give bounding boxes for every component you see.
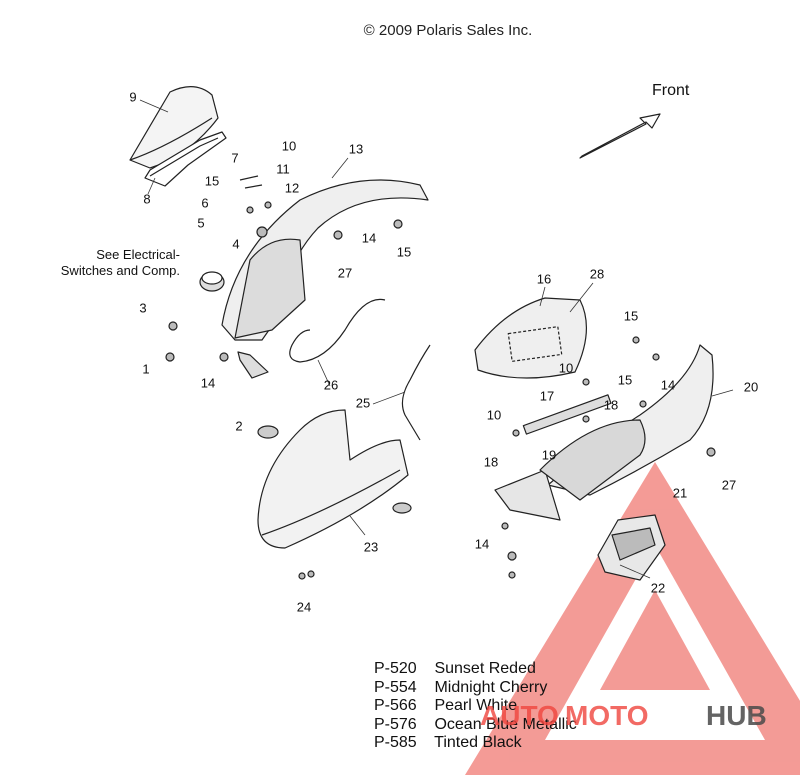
callout: 10 xyxy=(281,138,297,154)
callout: 24 xyxy=(296,599,312,615)
callout: 6 xyxy=(201,195,209,211)
copyright: © 2009 Polaris Sales Inc. xyxy=(363,22,533,39)
callout: 10 xyxy=(558,360,574,376)
callout: 27 xyxy=(337,265,353,281)
callout: 4 xyxy=(232,236,240,252)
callout: 22 xyxy=(650,580,666,596)
color-option: P-576 Ocean Blue Metallic xyxy=(374,715,577,733)
cable-25 xyxy=(401,344,431,441)
callout: 8 xyxy=(143,191,151,207)
callout: 14 xyxy=(660,377,676,393)
callout: 1 xyxy=(142,361,150,377)
cable-26 xyxy=(289,298,386,363)
callout: 15 xyxy=(617,372,633,388)
watermark-logo xyxy=(465,462,800,775)
callout: 14 xyxy=(474,536,490,552)
callout: 7 xyxy=(231,150,239,166)
callout: 23 xyxy=(363,539,379,555)
callout: 21 xyxy=(672,485,688,501)
color-options-list: P-520 Sunset Reded P-554 Midnight Cherry… xyxy=(374,660,577,753)
part-2-grommet xyxy=(257,425,279,439)
callout: 5 xyxy=(197,215,205,231)
part-16-lid xyxy=(474,297,588,379)
callout: 18 xyxy=(603,397,619,413)
callout: 28 xyxy=(589,266,605,282)
callout: 9 xyxy=(129,89,137,105)
callout: 19 xyxy=(541,447,557,463)
color-option: P-566 Pearl White xyxy=(374,697,518,714)
callout: 10 xyxy=(486,407,502,423)
callout: 27 xyxy=(721,477,737,493)
color-option: P-520 Sunset Reded xyxy=(374,660,536,677)
callout: 2 xyxy=(235,418,243,434)
callout: 16 xyxy=(536,271,552,287)
callout: 12 xyxy=(284,180,300,196)
callout: 14 xyxy=(200,375,216,391)
callout: 15 xyxy=(396,244,412,260)
callout: 17 xyxy=(539,388,555,404)
callout: 18 xyxy=(483,454,499,470)
callout: 25 xyxy=(355,395,371,411)
note-line-1: See Electrical- xyxy=(96,247,180,262)
part-23-cowl xyxy=(257,409,409,549)
callout: 20 xyxy=(743,379,759,395)
color-option: P-585 Tinted Black xyxy=(374,734,522,751)
callout: 15 xyxy=(623,308,639,324)
front-direction-label: Front xyxy=(652,82,690,99)
callout: 13 xyxy=(348,141,364,157)
callout: 3 xyxy=(139,300,147,316)
front-arrow xyxy=(579,113,661,159)
note-line-2: Switches and Comp. xyxy=(60,263,180,278)
part-8-gasket xyxy=(144,131,227,187)
electrical-note: See Electrical- Switches and Comp. xyxy=(30,247,180,279)
callout: 15 xyxy=(204,173,220,189)
callout: 26 xyxy=(323,377,339,393)
part-17-hinge xyxy=(522,394,612,435)
color-option: P-554 Midnight Cherry xyxy=(374,678,548,696)
part-28-decal xyxy=(507,326,563,362)
callout: 14 xyxy=(361,230,377,246)
callout: 11 xyxy=(276,161,290,177)
